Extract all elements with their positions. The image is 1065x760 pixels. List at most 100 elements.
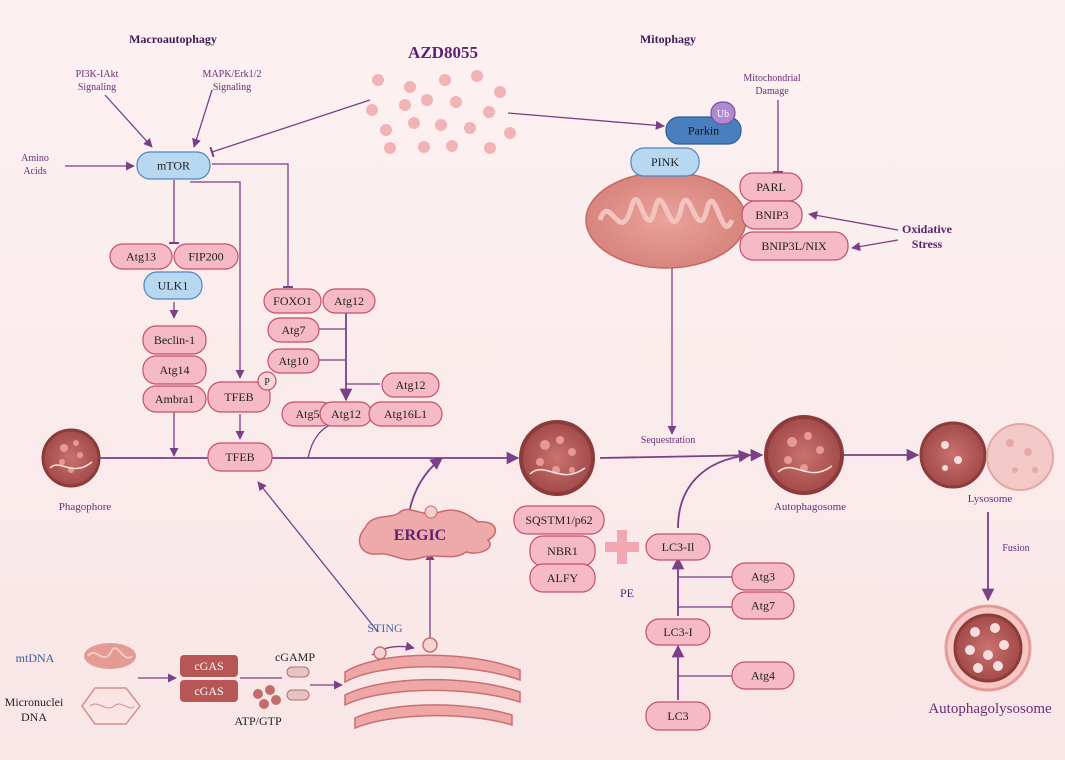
drug-name: AZD8055 (408, 43, 478, 62)
node-label-parkin: Parkin (688, 124, 719, 138)
drug-particles (366, 70, 516, 154)
autophagolysosome-shape (944, 604, 1032, 692)
node-atg16l1: Atg16L1 (368, 401, 443, 427)
label-sequestration: Sequestration (641, 435, 695, 446)
node-label-cgas1: cGAS (194, 659, 223, 673)
node-label-mtor: mTOR (157, 159, 190, 173)
node-label-atg14: Atg14 (160, 363, 190, 377)
cgas-complex-shape (180, 655, 310, 709)
node-atg5: Atg5 (281, 401, 334, 427)
node-label-bnip3l: BNIP3L/NIX (761, 239, 827, 253)
node-label-atg13: Atg13 (126, 250, 156, 264)
label-micronuclei-line1: Micronuclei (5, 695, 64, 709)
signal-amino-line1: Amino (21, 153, 49, 164)
autophagosome-shape (764, 415, 844, 495)
node-label-atg5: Atg5 (296, 407, 320, 421)
node-fip200: FIP200 (173, 243, 239, 270)
node-cgas1: cGAS (194, 659, 223, 673)
node-beclin: Beclin-1 (142, 325, 207, 355)
node-label-atg7-left: Atg7 (282, 323, 306, 337)
phagophore-shape (41, 428, 101, 488)
node-label-lc3ii: LC3-Il (662, 540, 695, 554)
node-label-ambra: Ambra1 (155, 392, 194, 406)
node-lc3: LC3 (645, 701, 711, 731)
node-atg13: Atg13 (109, 243, 173, 270)
node-ambra: Ambra1 (142, 385, 207, 413)
node-nbr1: NBR1 (529, 535, 596, 567)
signal-mapk-line2: Signaling (213, 82, 251, 93)
node-cgas2: cGAS (194, 684, 223, 698)
label-sting: STING (367, 621, 403, 635)
node-label-atg4: Atg4 (751, 669, 775, 683)
signal-oxidative-line1: Oxidative (902, 222, 953, 236)
label-fusion: Fusion (1002, 543, 1029, 554)
node-label-ub: Ub (717, 109, 729, 120)
node-label-atg16l1: Atg16L1 (384, 407, 427, 421)
label-lysosome: Lysosome (968, 493, 1013, 505)
node-lc3ii: LC3-Il (645, 533, 711, 561)
label-autophagolysosome: Autophagolysosome (928, 701, 1052, 717)
signal-amino-line2: Acids (23, 166, 46, 177)
node-label-ulk1: ULK1 (158, 279, 189, 293)
node-label-alfy: ALFY (547, 571, 579, 585)
heading-mitophagy: Mitophagy (640, 32, 696, 46)
node-label-beclin: Beclin-1 (154, 333, 195, 347)
node-label-tfeb: TFEB (225, 450, 254, 464)
node-pink: PINK (630, 147, 700, 177)
node-bnip3l: BNIP3L/NIX (739, 231, 849, 261)
signal-pi3k-line1: PI3K-IAkt (76, 69, 119, 80)
label-phagophore: Phagophore (59, 501, 112, 513)
label-micronuclei-line2: DNA (21, 710, 47, 724)
endoplasmic-reticulum-shape (344, 637, 521, 730)
node-mtor: mTOR (136, 151, 211, 180)
node-label-cgas2: cGAS (194, 684, 223, 698)
node-label-lc3: LC3 (667, 709, 688, 723)
node-atg14: Atg14 (142, 355, 207, 385)
node-tfeb: TFEB (207, 442, 273, 472)
node-tfeb-p: TFEB (207, 381, 271, 413)
node-parl: PARL (739, 172, 803, 202)
label-pe: PE (620, 586, 634, 600)
node-alfy: ALFY (529, 563, 596, 593)
node-label-tfeb-p: TFEB (224, 390, 253, 404)
node-lc3i: LC3-I (645, 618, 711, 646)
label-atp-gtp: ATP/GTP (234, 714, 282, 728)
node-atg10: Atg10 (267, 348, 320, 374)
label-ergic: ERGIC (394, 527, 446, 544)
node-atg12-top: Atg12 (322, 288, 376, 314)
node-label-atg10: Atg10 (279, 354, 309, 368)
node-label-bnip3: BNIP3 (755, 208, 788, 222)
label-cgamp: cGAMP (275, 650, 315, 664)
node-label-sqstm: SQSTM1/p62 (525, 513, 592, 527)
mtdna-shape (84, 643, 136, 669)
node-sqstm: SQSTM1/p62 (513, 505, 605, 535)
mitochondrion-shape (585, 171, 747, 269)
connectors (65, 89, 995, 700)
node-atg7-left: Atg7 (267, 317, 320, 343)
node-label-p: P (264, 377, 270, 388)
node-label-parl: PARL (756, 180, 786, 194)
signal-mitodamage-line1: Mitochondrial (743, 73, 800, 84)
node-atg7-right: Atg7 (731, 591, 795, 620)
label-autophagosome: Autophagosome (774, 501, 846, 513)
signal-pi3k-line2: Signaling (78, 82, 116, 93)
node-atg12-mid: Atg12 (381, 372, 440, 398)
node-bnip3: BNIP3 (741, 200, 803, 230)
node-atg4: Atg4 (731, 661, 795, 690)
signal-mapk-line1: MAPK/Erk1/2 (203, 69, 262, 80)
label-mtdna: mtDNA (16, 651, 55, 665)
node-ub: Ub (710, 101, 736, 125)
node-ulk1: ULK1 (143, 271, 203, 300)
node-label-nbr1: NBR1 (547, 544, 578, 558)
signal-oxidative-line2: Stress (912, 237, 943, 251)
node-p: P (257, 371, 277, 391)
ergic-shape (358, 505, 497, 561)
node-foxo1: FOXO1 (263, 288, 322, 314)
plus-icon (605, 530, 639, 564)
node-label-atg12-mid: Atg12 (396, 378, 426, 392)
node-label-foxo1: FOXO1 (273, 294, 312, 308)
